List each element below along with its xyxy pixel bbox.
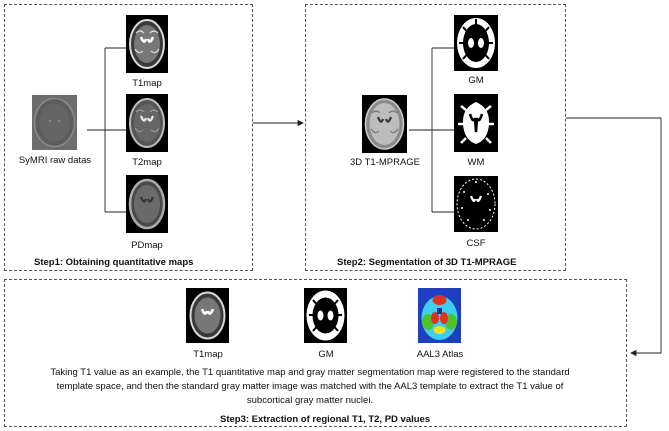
step3-title: Step3: Extraction of regional T1, T2, PD… [220, 414, 431, 425]
step3-description: Taking T1 value as an example, the T1 qu… [30, 366, 590, 408]
gm-label: GM [468, 75, 484, 86]
step3-gm-label: GM [318, 349, 334, 360]
gm-image [454, 15, 498, 71]
step2-title: Step2: Segmentation of 3D T1-MPRAGE [337, 257, 517, 268]
step2-panel [305, 4, 566, 271]
pdmap-label: PDmap [131, 240, 163, 251]
step3-t1map-image [186, 288, 229, 343]
aal3-atlas-label: AAL3 Atlas [416, 349, 464, 360]
step3-gm-image [304, 288, 347, 343]
t2map-label: T2map [132, 157, 162, 168]
symri-raw-label: SyMRI raw datas [18, 155, 92, 166]
csf-label: CSF [466, 238, 486, 249]
symri-raw-image [32, 95, 77, 150]
step3-panel [4, 279, 627, 427]
step2-to-step3-arrow [566, 117, 662, 357]
step3-description-line-3: subcortical gray matter nuclei. [246, 395, 374, 406]
step1-title: Step1: Obtaining quantitative maps [34, 257, 194, 268]
step3-description-line-2: template space, and then the standard gr… [56, 381, 564, 392]
wm-image [454, 94, 498, 152]
mprage-image [362, 95, 407, 153]
wm-label: WM [467, 157, 485, 168]
pdmap-image [126, 175, 168, 233]
csf-image [454, 176, 498, 232]
step3-t1map-label: T1map [193, 349, 223, 360]
step1-panel [4, 4, 253, 271]
t2map-image [126, 94, 168, 152]
step3-description-line-1: Taking T1 value as an example, the T1 qu… [50, 367, 570, 378]
mprage-label: 3D T1-MPRAGE [349, 157, 421, 168]
t1map-label: T1map [132, 78, 162, 89]
aal3-atlas-image [418, 288, 461, 343]
t1map-image [126, 15, 168, 73]
